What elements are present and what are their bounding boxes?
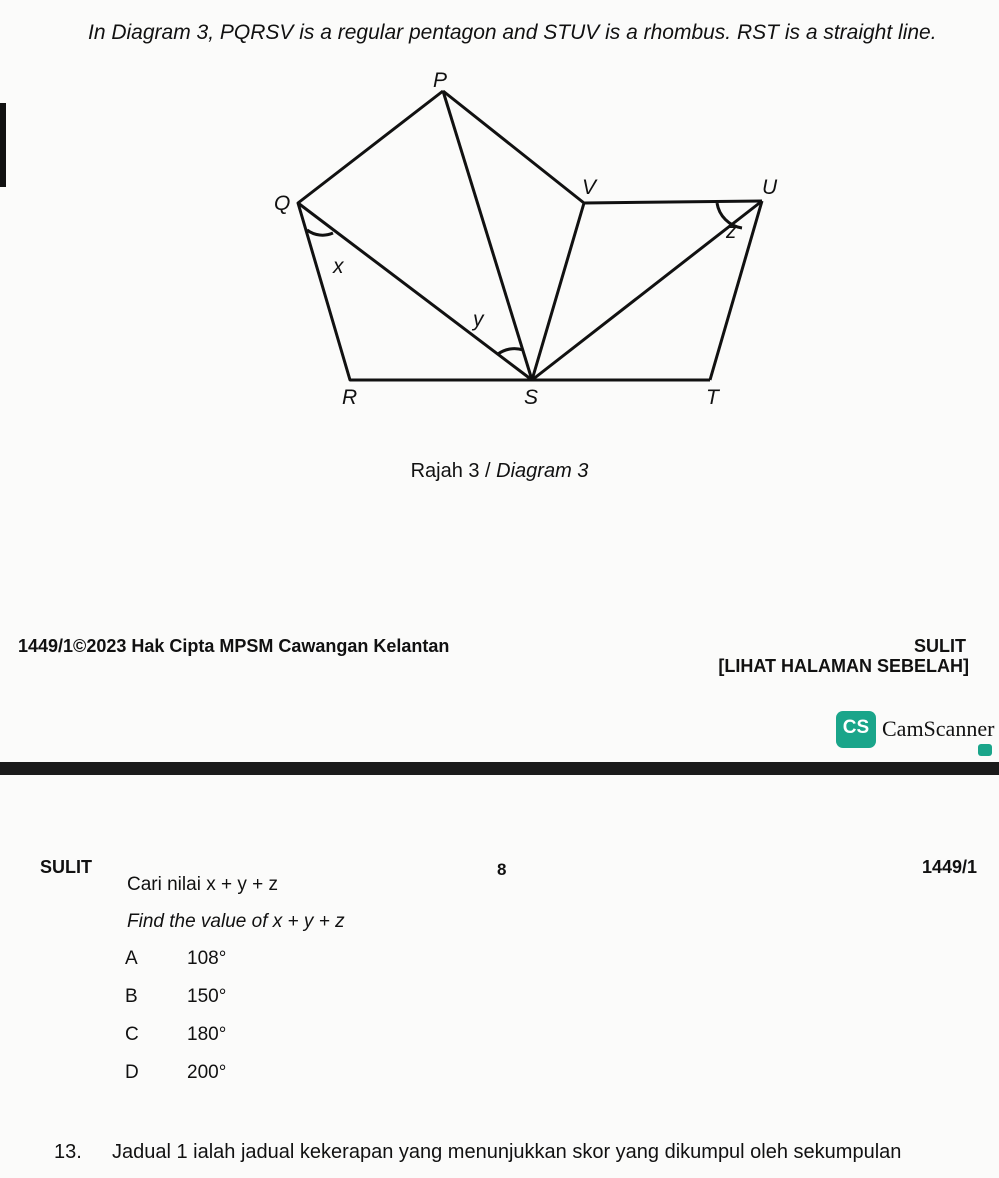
- option-letter: B: [125, 986, 138, 1007]
- option-letter: D: [125, 1062, 139, 1083]
- subquestion-malay: Cari nilai x + y + z: [127, 874, 278, 895]
- option-d: D 200°: [125, 1062, 226, 1084]
- label-y: y: [471, 308, 485, 331]
- camscanner-mini-icon: [978, 744, 992, 756]
- option-value: 150°: [187, 986, 227, 1007]
- page-divider: [0, 762, 999, 775]
- label-S: S: [524, 386, 538, 409]
- option-a: A 108°: [125, 948, 226, 970]
- label-R: R: [342, 386, 357, 409]
- question-13: 13. Jadual 1 ialah jadual kekerapan yang …: [54, 1141, 901, 1164]
- subquestion-english: Find the value of x + y + z: [127, 911, 345, 932]
- camscanner-logo-icon: CS: [836, 711, 876, 748]
- copyright-footer: 1449/1©2023 Hak Cipta MPSM Cawangan Kela…: [18, 636, 450, 656]
- label-U: U: [762, 176, 778, 199]
- label-P: P: [433, 70, 447, 92]
- option-value: 108°: [187, 948, 227, 969]
- line-US: [531, 199, 763, 382]
- label-V: V: [582, 176, 598, 199]
- geometry-diagram: P Q R S T U V x y z: [270, 69, 790, 410]
- next-page-note: [LIHAT HALAMAN SEBELAH]: [718, 656, 969, 676]
- diagram-caption: Rajah 3 / Diagram 3: [0, 460, 999, 483]
- diagram-caption-english: Diagram 3: [496, 460, 589, 482]
- pentagon-outline: [296, 89, 586, 382]
- camscanner-watermark: CamScanner: [882, 716, 995, 741]
- option-c: C 180°: [125, 1024, 226, 1046]
- page-number: 8: [497, 860, 507, 879]
- option-value: 180°: [187, 1024, 227, 1045]
- angle-arc-x: [306, 228, 334, 237]
- question-text: In Diagram 3, PQRSV is a regular pentago…: [88, 21, 937, 44]
- label-T: T: [706, 386, 721, 409]
- option-letter: C: [125, 1024, 139, 1045]
- page-header-sulit: SULIT: [40, 857, 92, 877]
- line-VU: [583, 199, 763, 205]
- angle-arc-z: [715, 202, 743, 230]
- line-UT: [708, 200, 764, 381]
- angle-arc-y: [497, 347, 524, 356]
- line-QS: [297, 201, 533, 382]
- footer-sulit-label: SULIT: [914, 636, 966, 656]
- option-letter: A: [125, 948, 138, 969]
- option-b: B 150°: [125, 986, 226, 1008]
- paper-code: 1449/1: [921, 857, 977, 877]
- diagram-caption-malay: Rajah 3 /: [410, 460, 497, 482]
- margin-mark: [0, 103, 6, 187]
- label-Q: Q: [274, 192, 290, 215]
- question-13-number: 13.: [54, 1141, 82, 1163]
- question-13-text: Jadual 1 ialah jadual kekerapan yang men…: [112, 1141, 902, 1163]
- option-value: 200°: [187, 1062, 227, 1083]
- scanned-page-bottom: [0, 775, 999, 1178]
- label-z: z: [725, 220, 737, 243]
- line-PS: [441, 90, 534, 381]
- label-x: x: [332, 255, 345, 278]
